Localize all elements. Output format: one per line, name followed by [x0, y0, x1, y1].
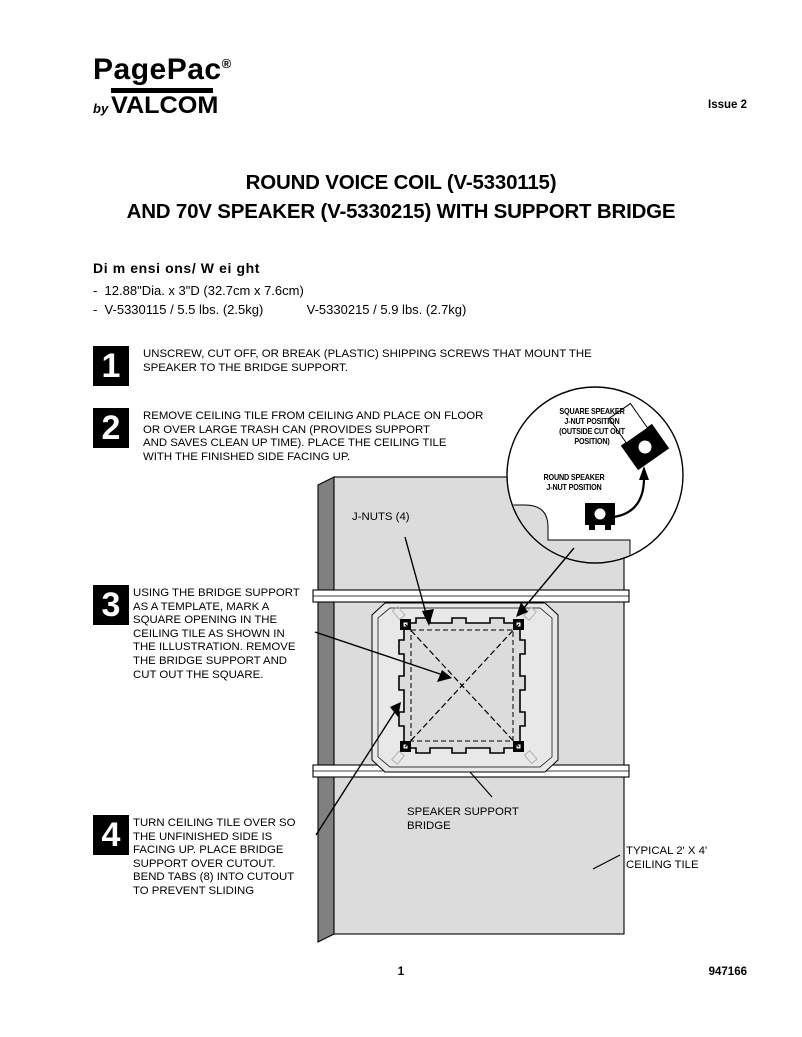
- logo-wordmark: PagePac®: [93, 55, 343, 85]
- dimensions-line-2: - V-5330115 / 5.5 lbs. (2.5kg) V-5330215…: [93, 302, 467, 317]
- logo-wordmark-text: PagePac: [93, 53, 222, 86]
- detail-callout-content: [508, 504, 631, 562]
- j-nut-corner-top-right: [513, 619, 524, 630]
- dimensions-section: Di m ensi ons/ W ei ght - 12.88"Dia. x 3…: [93, 260, 466, 319]
- marking-diagonal-2: [404, 623, 520, 748]
- step-4-text: TURN CEILING TILE OVER SO THE UNFINISHED…: [133, 817, 296, 897]
- issue-label: Issue 2: [708, 99, 747, 111]
- cutout-dashed-outline: [410, 629, 514, 742]
- bridge-tab-marks: [391, 605, 538, 765]
- ceiling-rail-top: [312, 589, 630, 603]
- leader-step3: [314, 631, 444, 676]
- label-j-nuts: J-NUTS (4): [352, 511, 410, 523]
- footer-document-code: 947166: [708, 966, 747, 978]
- j-nut-corner-bottom-left: [400, 741, 411, 752]
- marking-diagonal-1: [404, 623, 520, 748]
- leader-tile-label: [592, 854, 621, 870]
- step-3-number: 3: [93, 585, 129, 625]
- leader-jnuts: [404, 536, 428, 618]
- callout-square-speaker-j-nut: SQUARE SPEAKER J-NUT POSITION (OUTSIDE C…: [559, 407, 625, 446]
- detail-rotation-arrowhead: [639, 466, 649, 480]
- page-title-line-1: ROUND VOICE COIL (V-5330115): [245, 171, 557, 194]
- step-1-text: UNSCREW, CUT OFF, OR BREAK (PLASTIC) SHI…: [143, 348, 592, 374]
- page-title: ROUND VOICE COIL (V-5330115) AND 70V SPE…: [0, 168, 802, 226]
- leader-callout-arrowhead: [516, 602, 528, 617]
- step-2-text: REMOVE CEILING TILE FROM CEILING AND PLA…: [143, 410, 484, 463]
- ceiling-rail-bottom: [312, 764, 630, 778]
- pagepac-logo: PagePac® by VALCOM: [93, 55, 343, 118]
- leader-bridge-label: [469, 771, 493, 798]
- ceiling-tile-face: [333, 476, 625, 935]
- step-1-number: 1: [93, 346, 129, 386]
- logo-valcom-text: VALCOM: [111, 92, 219, 119]
- step-4-number: 4: [93, 815, 129, 855]
- bridge-support-frame: [398, 617, 526, 754]
- logo-brand-row: by VALCOM: [93, 88, 343, 118]
- step-2-number: 2: [93, 408, 129, 448]
- page-title-line-2: AND 70V SPEAKER (V-5330215) WITH SUPPORT…: [126, 200, 676, 223]
- callout-round-speaker-j-nut: ROUND SPEAKER J-NUT POSITION: [543, 473, 605, 492]
- logo-valcom-bar: VALCOM: [111, 88, 219, 118]
- detail-j-nut-round: [585, 503, 615, 530]
- registered-trademark-icon: ®: [221, 56, 232, 71]
- leader-callout-to-tile: [522, 547, 575, 610]
- dimensions-line-1: - 12.88"Dia. x 3"D (32.7cm x 7.6cm): [93, 283, 304, 298]
- dimensions-heading: Di m ensi ons/ W ei ght: [93, 260, 261, 276]
- logo-by-label: by: [93, 101, 109, 116]
- j-nut-corner-bottom-right: [513, 741, 524, 752]
- j-nut-corner-top-left: [400, 619, 411, 630]
- bridge-support-outer-plate-inner: [377, 607, 553, 768]
- leader-step3-arrowhead: [437, 670, 452, 682]
- footer-page-number: 1: [397, 966, 405, 978]
- leader-jnuts-arrowhead: [422, 609, 434, 626]
- bridge-support-outer-plate: [371, 602, 559, 773]
- step-3-text: USING THE BRIDGE SUPPORT AS A TEMPLATE, …: [133, 587, 300, 681]
- label-speaker-support-bridge: SPEAKER SUPPORT BRIDGE: [407, 806, 519, 832]
- leader-step4-arrowhead: [390, 702, 401, 717]
- label-typical-ceiling-tile: TYPICAL 2' X 4' CEILING TILE: [626, 845, 708, 871]
